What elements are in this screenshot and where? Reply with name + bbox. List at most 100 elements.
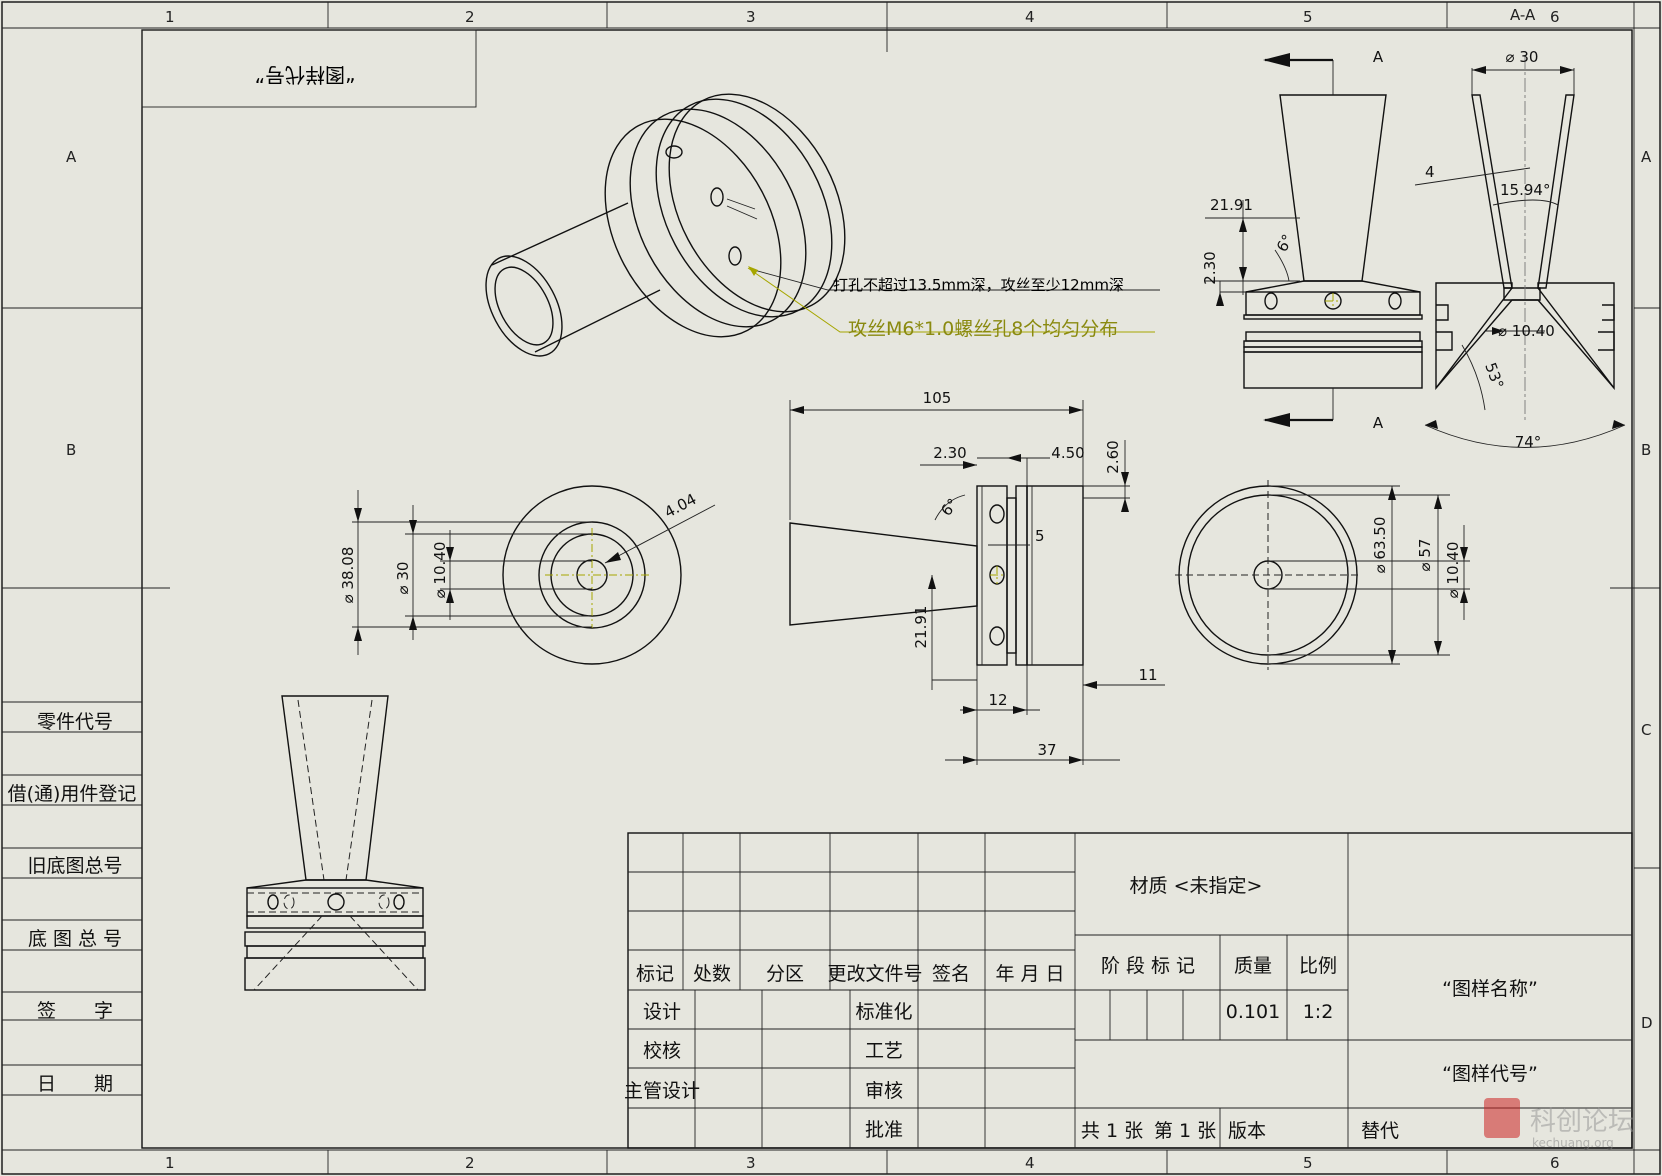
zone-col-5-top: 5 [1303, 8, 1313, 26]
leader-tap-note [747, 267, 1155, 333]
tb-approve: 批准 [865, 1119, 903, 1141]
tb-scale-label: 比例 [1299, 955, 1337, 977]
zone-col-3-bottom: 3 [746, 1154, 756, 1172]
zone-col-4-bottom: 4 [1025, 1154, 1035, 1172]
tb-rev-doc: 更改文件号 [827, 963, 922, 985]
dim-side-230: 2.30 [933, 444, 966, 462]
zone-section-label: A-A [1510, 6, 1536, 24]
left-strip-base-total-no: 底 图 总 号 [28, 928, 122, 950]
zone-row-b-left: B [66, 441, 76, 459]
left-strip-borrowed-register: 借(通)用件登记 [8, 783, 137, 805]
zone-col-6-bottom: 6 [1550, 1154, 1560, 1172]
tb-rev-date: 年 月 日 [995, 963, 1064, 985]
zone-col-4-top: 4 [1025, 8, 1035, 26]
dim-front-d38: ⌀ 38.08 [339, 547, 357, 604]
tb-sheet-current: 第 1 张 [1154, 1120, 1216, 1142]
iso-hole-3 [728, 246, 742, 266]
dim-side-450: 4.50 [1051, 444, 1084, 462]
right-view [1175, 480, 1470, 670]
iso-nozzle-outer [485, 255, 563, 357]
side-nozzle [789, 522, 978, 626]
zone-col-2-top: 2 [465, 8, 475, 26]
tb-standardize: 标准化 [855, 1001, 912, 1023]
tb-rev-sign: 签名 [932, 963, 970, 985]
dim-sec-ang1594: 15.94° [1500, 181, 1550, 199]
watermark: 科创论坛 kechuang.org [1484, 1098, 1634, 1150]
tb-stage-label: 阶 段 标 记 [1101, 955, 1195, 977]
left-strip-old-total-no: 旧底图总号 [27, 855, 122, 877]
dim-side-11: 11 [1138, 666, 1157, 684]
zone-col-1-bottom: 1 [165, 1154, 175, 1172]
dim-sec-d1040: ⌀ 10.40 [1498, 322, 1555, 340]
dim-sec-ang53: 53° [1481, 360, 1507, 391]
tb-material: 材质 <未指定> [1130, 875, 1263, 897]
tb-drawing-name: “图样名称” [1442, 978, 1538, 1000]
zone-row-a-right: A [1641, 148, 1652, 166]
leader-drill-note [753, 269, 1160, 291]
dim-front-r404: 4.04 [661, 490, 699, 522]
tb-rev-count: 处数 [693, 963, 731, 985]
section-a-a-view [1414, 55, 1626, 448]
left-strip: 零件代号 借(通)用件登记 旧底图总号 底 图 总 号 签 字 日 期 [2, 701, 142, 1096]
tb-mass-value: 0.101 [1226, 1001, 1280, 1023]
zone-row-d-right: D [1641, 1014, 1653, 1032]
front-outer-circle [502, 485, 682, 665]
dim-right-d57: ⌀ 57 [1416, 539, 1434, 572]
watermark-url: kechuang.org [1532, 1136, 1614, 1150]
iso-hole-2 [710, 187, 724, 207]
zone-col-3-top: 3 [746, 8, 756, 26]
iso-nozzle-inner [494, 266, 554, 346]
zone-row-a-left: A [66, 148, 77, 166]
left-strip-signature: 签 字 [37, 1000, 113, 1022]
dim-side-12: 12 [988, 691, 1007, 709]
zone-col-5-bottom: 5 [1303, 1154, 1313, 1172]
tb-sheets-total: 共 1 张 [1081, 1120, 1143, 1142]
cut-label-a-bottom: A [1373, 414, 1384, 432]
title-block: 材质 <未指定> 标记 处数 分区 更改文件号 签名 年 月 日 设计 校核 主… [624, 832, 1633, 1149]
elevation-view-top-right [1205, 53, 1423, 427]
tb-rev-zone: 分区 [766, 963, 804, 985]
dim-tr-ang6: 6° [1273, 231, 1297, 255]
iso-flange-front [629, 108, 807, 328]
tb-rev-mark: 标记 [636, 963, 674, 985]
left-strip-date: 日 期 [37, 1073, 113, 1095]
zone-col-1-top: 1 [165, 8, 175, 26]
cut-label-a-top: A [1373, 48, 1384, 66]
stamp-box: “图样代号” [141, 29, 477, 108]
dim-front-d10: ⌀ 10.40 [431, 542, 449, 599]
tb-lead-design: 主管设计 [624, 1080, 700, 1102]
iso-hole-1 [665, 145, 683, 159]
dim-sec-ang74: 74° [1515, 433, 1542, 451]
tb-supersedes: 替代 [1361, 1120, 1399, 1142]
dim-tr-2191: 21.91 [1210, 196, 1253, 214]
tb-design: 设计 [643, 1001, 681, 1023]
tb-version: 版本 [1228, 1120, 1266, 1142]
tb-mass-label: 质量 [1234, 955, 1272, 977]
zone-col-2-bottom: 2 [465, 1154, 475, 1172]
tb-drawing-number: “图样代号” [1442, 1063, 1538, 1085]
tb-review: 审核 [865, 1080, 903, 1102]
stamp-box-text: “图样代号” [255, 63, 356, 87]
zone-row-c-right: C [1641, 721, 1651, 739]
left-strip-part-code: 零件代号 [37, 711, 113, 733]
dim-right-d1040: ⌀ 10.40 [1444, 542, 1462, 599]
dim-tr-230: 2.30 [1201, 251, 1219, 284]
zone-col-6-top: 6 [1550, 8, 1560, 26]
dim-side-37: 37 [1037, 741, 1056, 759]
note-tap-holes: 攻丝M6*1.0螺丝孔8个均匀分布 [848, 318, 1118, 340]
dim-front-d30: ⌀ 30 [394, 562, 412, 595]
isometric-view [485, 93, 1160, 357]
tb-check: 校核 [643, 1040, 681, 1062]
elevation-view-bottom-left [244, 695, 426, 991]
front-view [352, 485, 716, 665]
dim-sec-4: 4 [1425, 163, 1435, 181]
dim-side-260: 2.60 [1104, 440, 1122, 473]
dim-side-ang6: 6° [937, 495, 962, 520]
zone-row-b-right: B [1641, 441, 1651, 459]
dim-right-d6350: ⌀ 63.50 [1371, 517, 1389, 574]
tb-process: 工艺 [865, 1040, 903, 1062]
note-drill-depth: 打孔不超过13.5mm深，攻丝至少12mm深 [833, 276, 1124, 294]
side-view [789, 400, 1165, 765]
